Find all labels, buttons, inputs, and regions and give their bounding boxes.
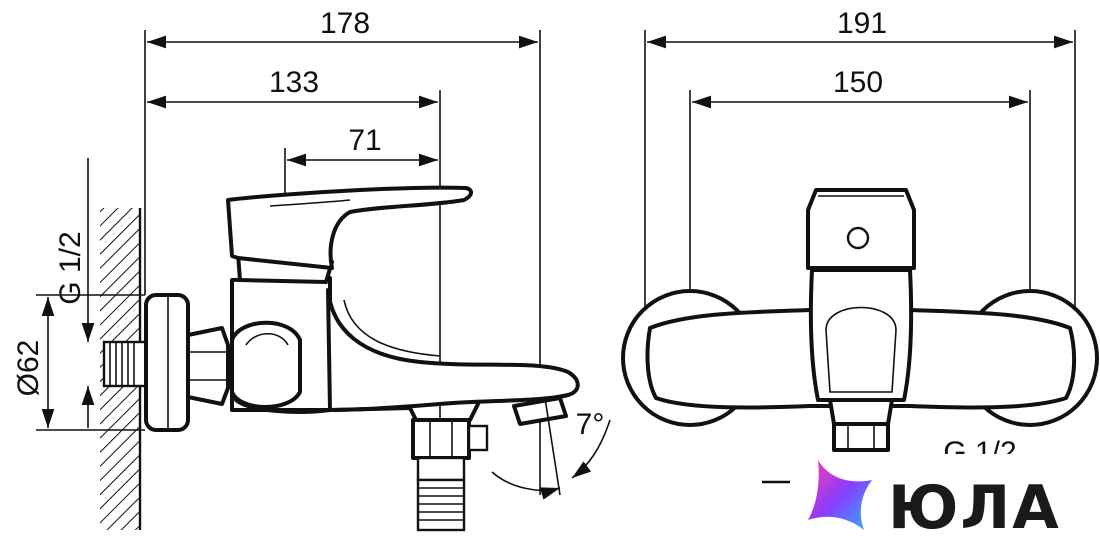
angle-ray <box>544 397 561 496</box>
thread-label-side: G 1/2 <box>54 231 87 304</box>
lower-body <box>234 398 480 422</box>
outlet-front <box>828 398 894 426</box>
outlet-nut <box>411 418 471 460</box>
dim-label-150: 150 <box>833 66 883 99</box>
angle-arc-right <box>571 419 611 479</box>
central-column <box>808 268 914 402</box>
angle-label: 7° <box>576 408 605 441</box>
dim-label-dia: Ø62 <box>12 340 45 397</box>
side-view: 178 133 71 G 1/2 Ø62 <box>12 7 611 532</box>
spout <box>326 288 580 412</box>
logo-text: ЮЛА <box>888 473 1061 536</box>
dim-label-191: 191 <box>837 7 887 40</box>
wall-rosette <box>144 293 190 432</box>
cartridge-dome <box>230 320 302 409</box>
thread-label-bottom: G 1/2 <box>943 436 1016 469</box>
dim-label-178: 178 <box>320 7 370 40</box>
hex-nut <box>186 326 230 406</box>
angle-arc-left <box>491 471 561 500</box>
watermark-logo: ЮЛА <box>790 454 1100 536</box>
dim-label-71: 71 <box>348 124 381 157</box>
front-view: 191 150 G 1/2 <box>621 7 1099 484</box>
wall-thread <box>102 340 148 388</box>
lever-handle <box>226 185 473 270</box>
outlet-thread <box>416 456 466 532</box>
handle-cap-icon <box>846 226 870 250</box>
logo-star-icon <box>808 460 872 530</box>
dim-label-133: 133 <box>269 66 319 99</box>
